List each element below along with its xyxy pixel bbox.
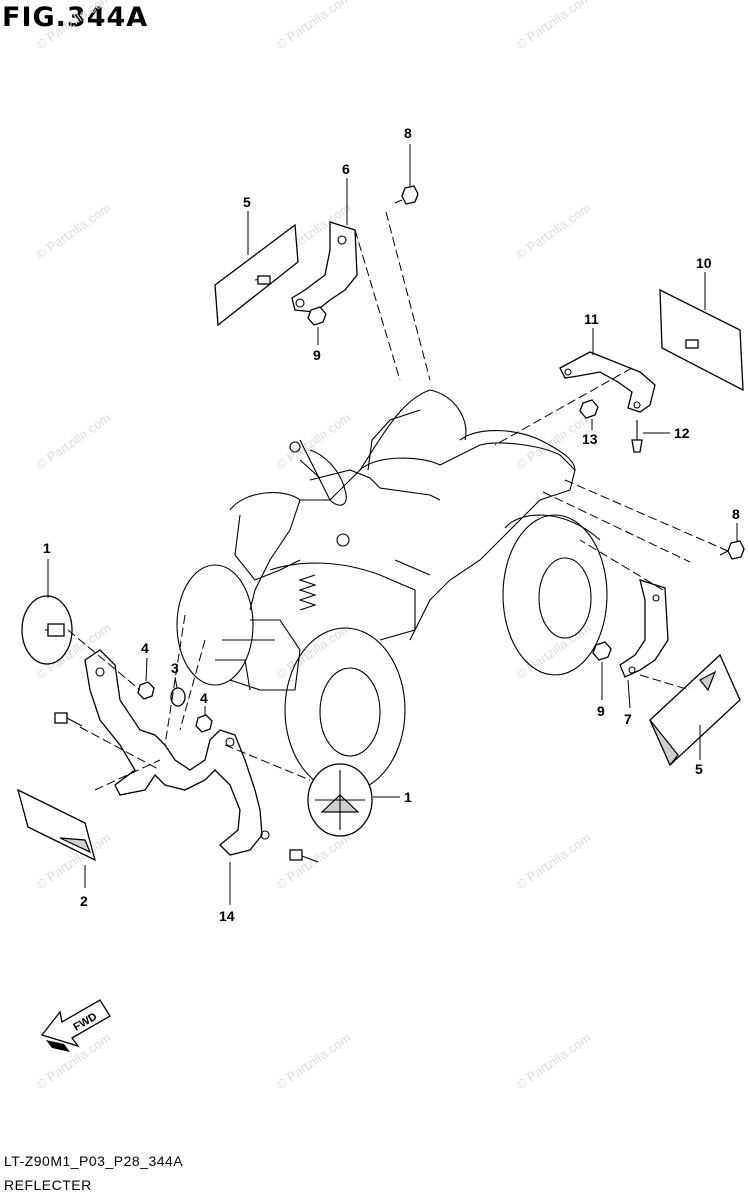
callout-label: 2 <box>80 893 88 909</box>
leader-lines <box>47 144 738 905</box>
part-1-reflector-right <box>307 763 373 837</box>
part-14-bracket <box>84 649 270 856</box>
part-8-bolt-upper <box>394 185 419 205</box>
part-5-reflector-upper <box>214 223 299 327</box>
callout-label: 4 <box>141 640 149 656</box>
callout-label: 12 <box>674 425 690 441</box>
figure-title: FIG.344A <box>2 2 149 33</box>
atv-outline <box>176 389 608 793</box>
part-3-washer <box>170 687 186 707</box>
callout-label: 1 <box>43 540 51 556</box>
part-8-bolt-right <box>719 540 745 560</box>
watermark: © Partzilla.com <box>513 0 593 52</box>
part-1-reflector-left <box>21 595 73 665</box>
part-12-screw <box>631 420 643 453</box>
watermark: © Partzilla.com <box>273 620 353 683</box>
part-10-reflector <box>659 288 744 392</box>
callout-label: 1 <box>404 789 412 805</box>
callout-label: 8 <box>732 506 740 522</box>
callout-label: 7 <box>624 711 632 727</box>
part-4-nut <box>137 681 155 700</box>
callout-label: 9 <box>597 703 605 719</box>
part-6-bracket <box>291 221 358 313</box>
callout-label: 10 <box>696 255 712 271</box>
callout-label: 5 <box>243 194 251 210</box>
callout-label: 8 <box>404 125 412 141</box>
watermark: © Partzilla.com <box>33 200 113 263</box>
part-5-reflector-right <box>649 653 741 767</box>
watermark: © Partzilla.com <box>513 1030 593 1093</box>
callout-label: 5 <box>695 761 703 777</box>
callout-label: 14 <box>219 908 235 924</box>
callout-label: 13 <box>582 431 598 447</box>
callout-label: 11 <box>584 311 599 327</box>
callout-label: 3 <box>171 660 179 676</box>
watermark-layer: © Partzilla.com © Partzilla.com © Partzi… <box>33 0 593 1092</box>
watermark: © Partzilla.com <box>273 1030 353 1093</box>
assembly-lines <box>67 211 729 791</box>
part-11-bracket <box>559 351 656 413</box>
part-4-nut <box>195 714 213 733</box>
part-9-nut-upper <box>307 306 327 326</box>
part-7-bracket <box>619 579 669 678</box>
bolt-bottom <box>289 849 319 863</box>
callout-label: 4 <box>200 690 208 706</box>
watermark: © Partzilla.com <box>273 0 353 52</box>
callout-label: 6 <box>342 161 350 177</box>
bolt-left <box>54 712 83 727</box>
figure-code: LT-Z90M1_P03_P28_344A <box>4 1153 184 1169</box>
watermark: © Partzilla.com <box>273 410 353 473</box>
figure-name: REFLECTER <box>4 1177 92 1193</box>
watermark: © Partzilla.com <box>513 830 593 893</box>
part-13-nut <box>579 399 599 419</box>
callout-label: 9 <box>313 347 321 363</box>
watermark: © Partzilla.com <box>33 410 113 473</box>
callout-labels: 1 1 2 3 4 4 5 5 6 7 8 8 9 9 10 11 12 13 … <box>43 125 740 924</box>
watermark: © Partzilla.com <box>33 0 113 52</box>
part-9-nut-right <box>592 641 612 661</box>
part-2-reflector <box>16 788 97 862</box>
watermark: © Partzilla.com <box>273 830 353 893</box>
watermark: © Partzilla.com <box>513 200 593 263</box>
